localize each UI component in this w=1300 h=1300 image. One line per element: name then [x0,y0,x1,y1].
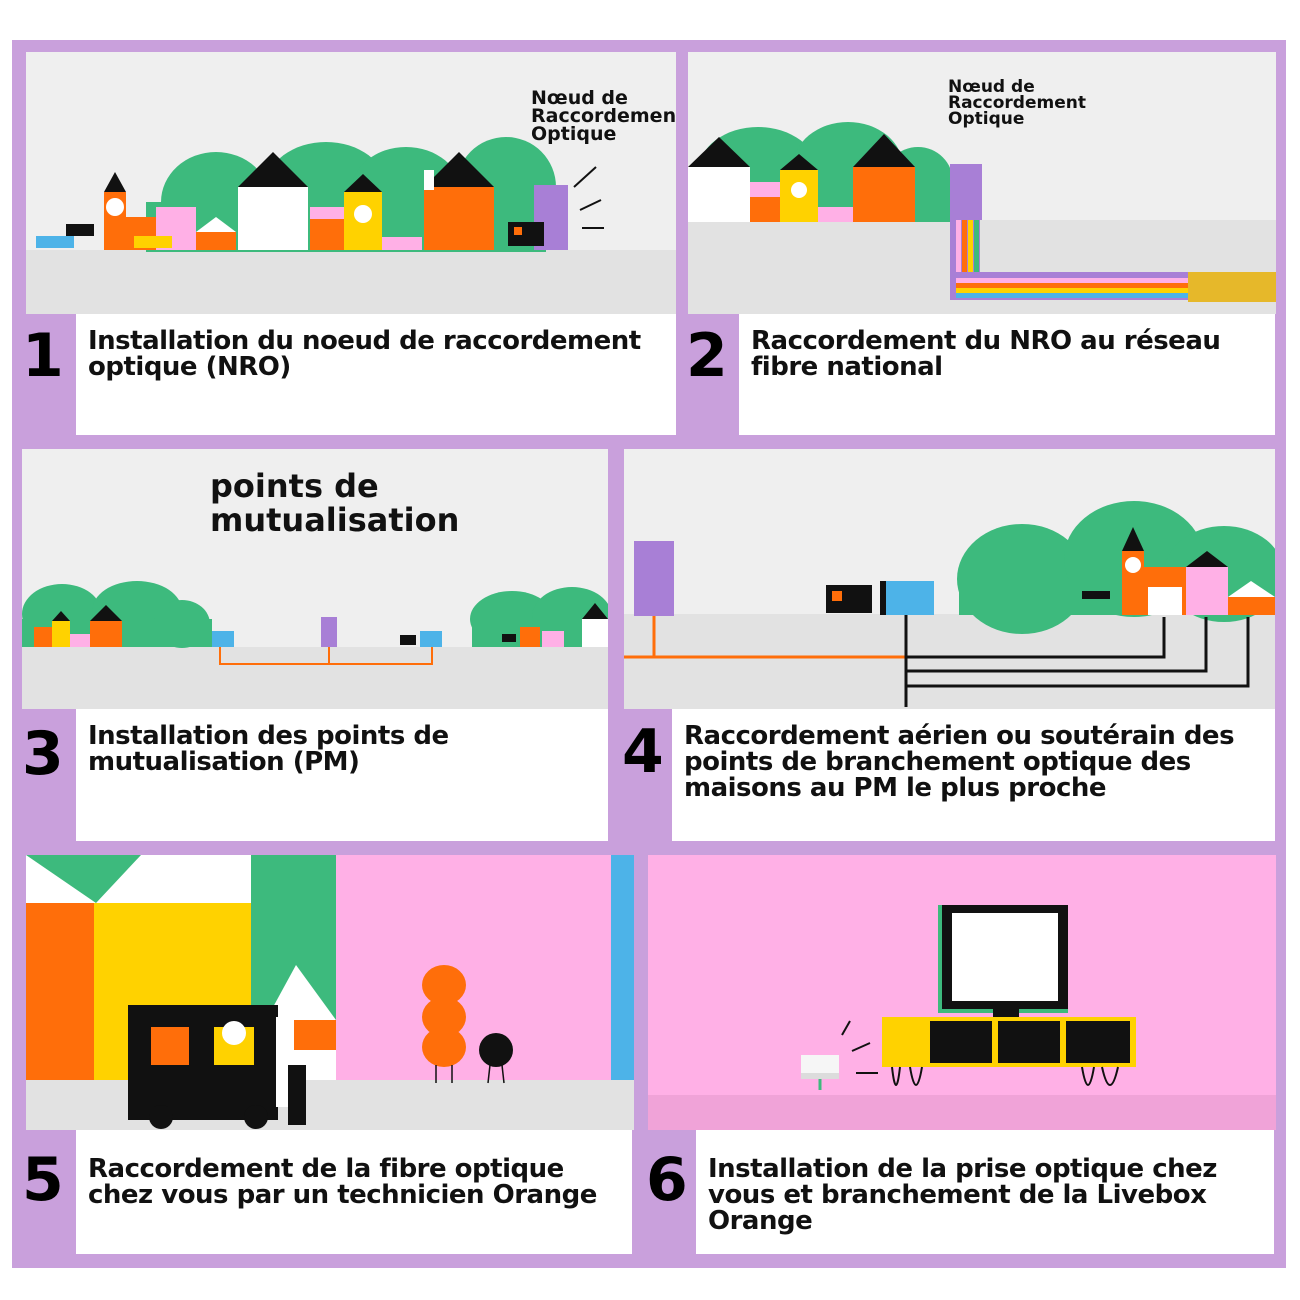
step-3-number: 3 [22,719,64,789]
step-1-illustration: Nœud de Raccordement Optique [26,52,676,314]
step-1-caption: Installation du noeud de raccordement op… [88,326,641,382]
pm-label-line-1: points de [210,467,379,505]
step-3-illustration: points de mutualisation [22,449,608,709]
step-1-caption-box: Installation du noeud de raccordement op… [76,314,676,435]
step-2-number: 2 [686,321,728,391]
nro-label-line-3: Optique [531,123,616,145]
step-4-number: 4 [622,717,664,787]
step-6-caption: Installation de la prise optique chez vo… [708,1154,1217,1236]
step-5-number: 5 [22,1145,64,1215]
pm-label-line-2: mutualisation [210,501,459,539]
nro-label-line-1: Nœud de [948,77,1035,97]
step-4-illustration [624,449,1275,709]
step-6-illustration [648,855,1276,1130]
step-6-number: 6 [646,1145,688,1215]
nro-label-line-1: Nœud de [531,87,628,109]
step-2-caption: Raccordement du NRO au réseau fibre nati… [751,326,1221,382]
step-4-caption: Raccordement aérien ou soutérain des poi… [684,721,1235,803]
step-5-caption-box: Raccordement de la fibre optique chez vo… [76,1130,632,1254]
step-1-number: 1 [22,321,64,391]
step-4-caption-box: Raccordement aérien ou soutérain des poi… [672,709,1275,841]
step-5-caption: Raccordement de la fibre optique chez vo… [88,1154,597,1210]
step-2-illustration: Nœud de Raccordement Optique [688,52,1276,314]
step-6-caption-box: Installation de la prise optique chez vo… [696,1130,1274,1254]
step-3-caption: Installation des points de mutualisation… [88,721,449,777]
step-3-caption-box: Installation des points de mutualisation… [76,709,608,841]
step-5-illustration [26,855,634,1130]
nro-label-line-3: Optique [948,109,1024,129]
step-2-caption-box: Raccordement du NRO au réseau fibre nati… [739,314,1275,435]
nro-label-line-2: Raccordement [948,93,1086,113]
nro-label-line-2: Raccordement [531,105,676,127]
